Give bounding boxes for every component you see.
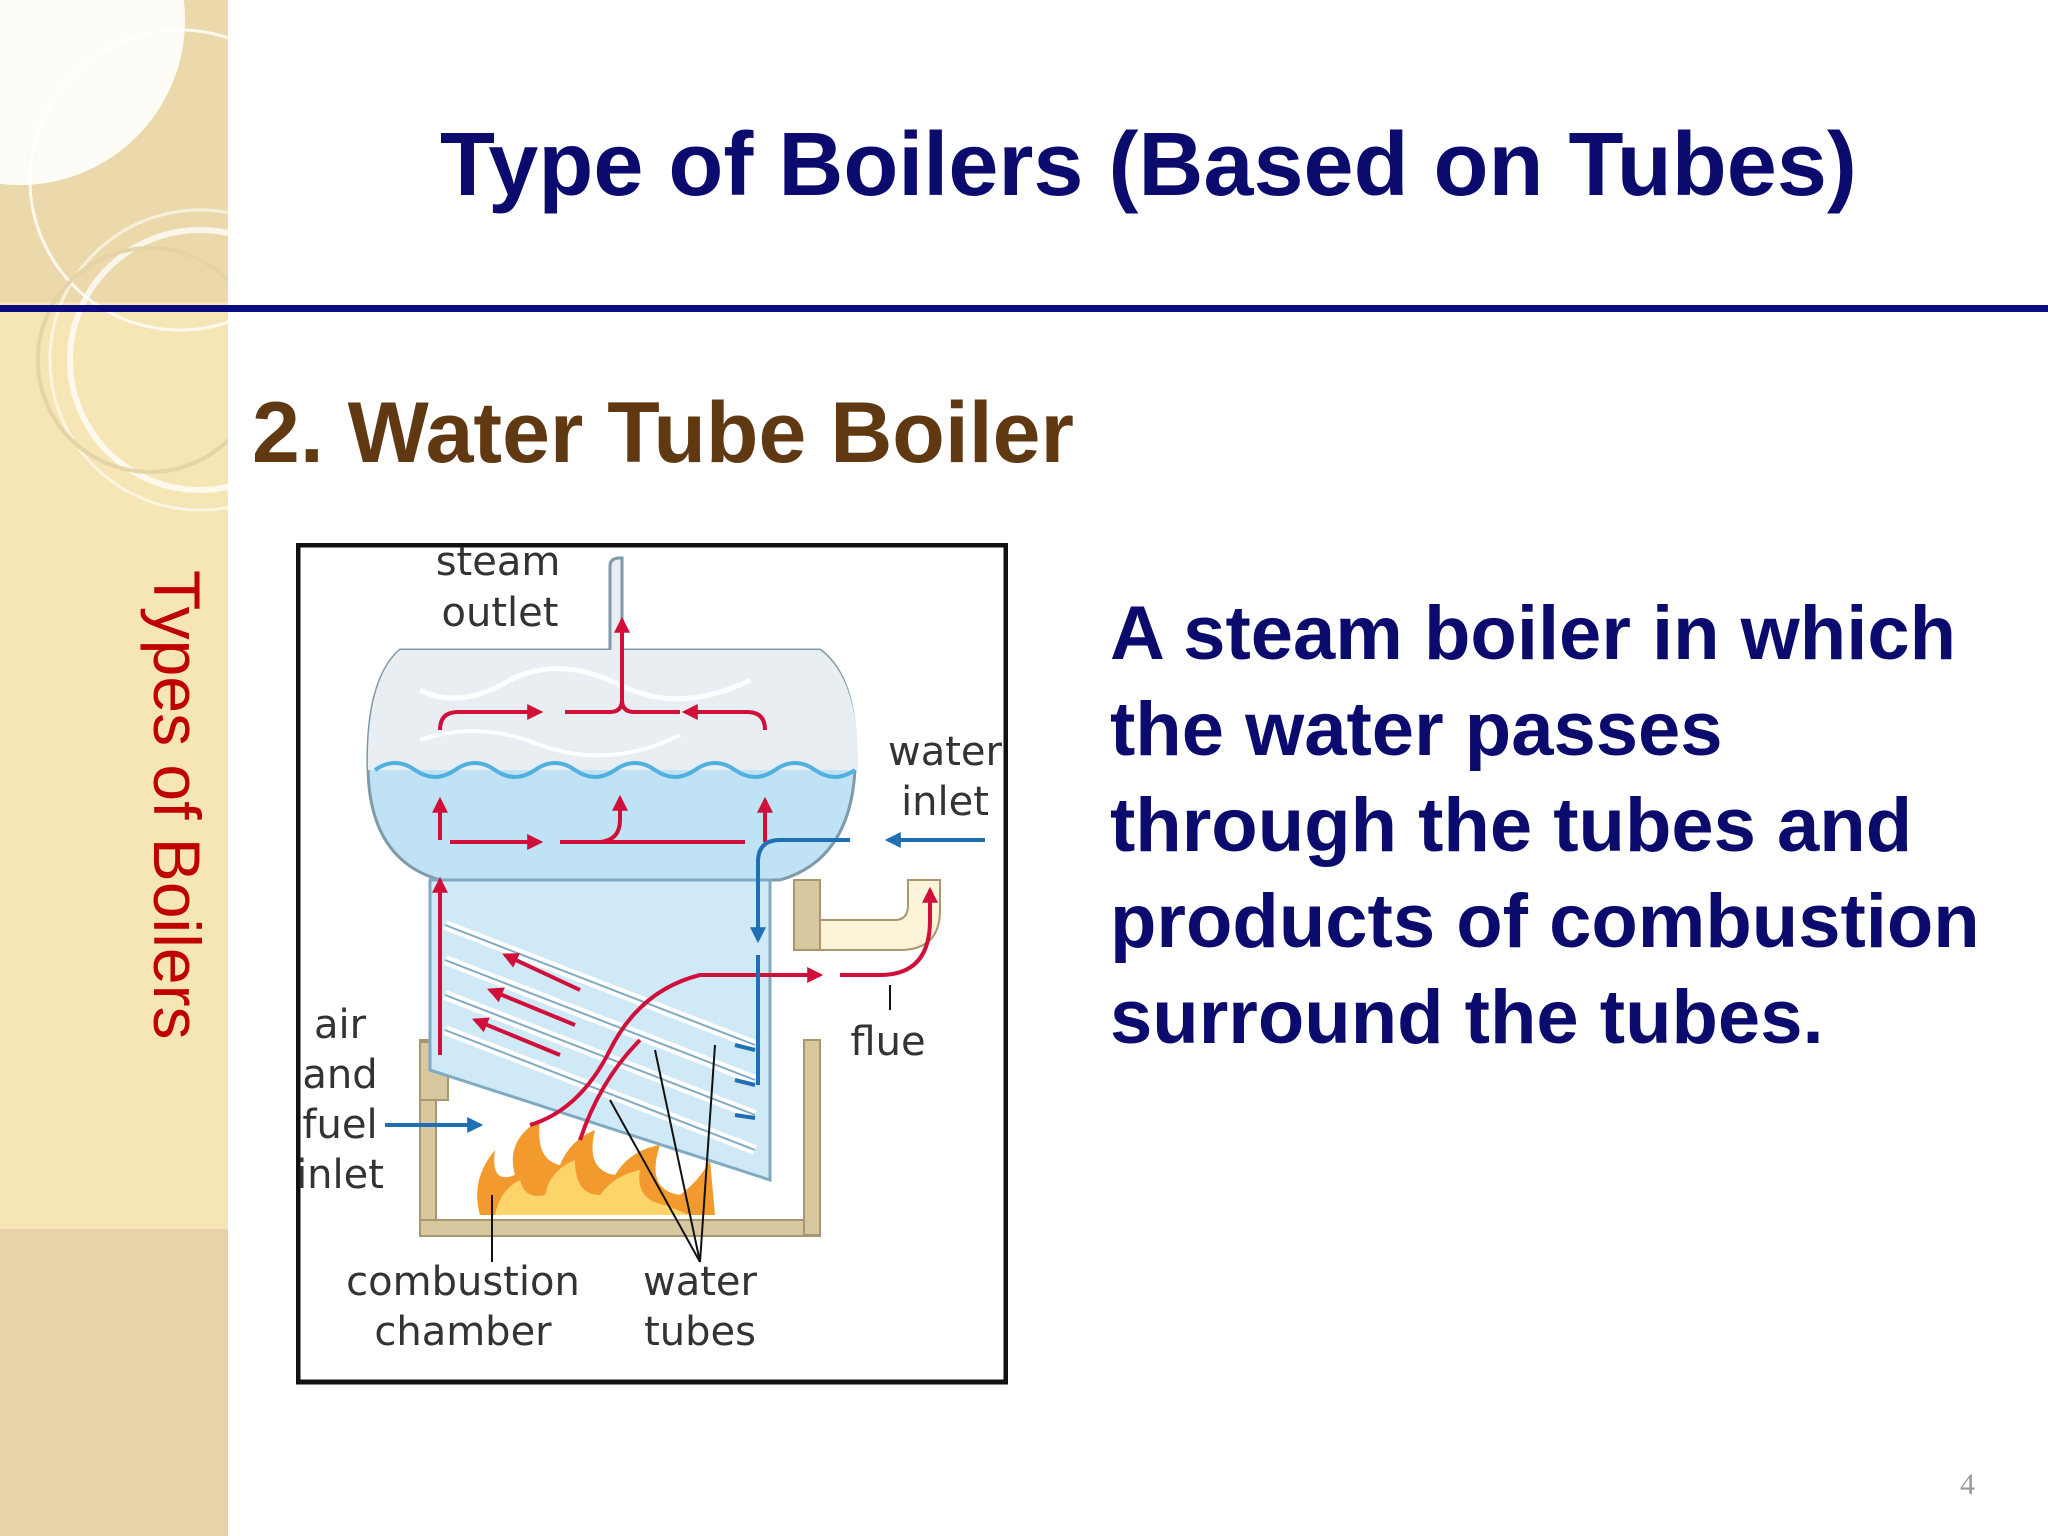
label-fuel: fuel — [302, 1102, 377, 1148]
furnace-walls — [419, 879, 821, 1237]
label-outlet: outlet — [442, 590, 559, 636]
label-water-tubes-1: water — [643, 1259, 758, 1305]
leader-lines — [491, 985, 891, 1263]
decorative-circles — [0, 0, 228, 512]
sidebar-title: Types of Boilers — [140, 570, 214, 1040]
hot-flow-arrows — [432, 616, 938, 1141]
label-combustion: combustion — [346, 1259, 580, 1305]
label-air: air — [314, 1002, 367, 1048]
slide-title: Type of Boilers (Based on Tubes) — [440, 115, 1857, 215]
label-water: water — [888, 729, 1003, 775]
sidebar-bottom-band — [0, 1229, 228, 1536]
sidebar-panel — [0, 0, 228, 1536]
label-and: and — [302, 1052, 377, 1098]
combustion-flames — [477, 1120, 715, 1215]
page-number: 4 — [1960, 1468, 1975, 1501]
label-water-tubes-2: tubes — [644, 1309, 756, 1355]
label-chamber: chamber — [374, 1309, 552, 1355]
flue-duct — [819, 879, 941, 951]
label-flue: flue — [850, 1019, 925, 1065]
label-inlet: inlet — [901, 779, 989, 825]
label-steam: steam — [436, 543, 561, 585]
section-heading: 2. Water Tube Boiler — [252, 385, 1074, 481]
definition-text: A steam boiler in which the water passes… — [1110, 591, 1980, 1060]
cold-flow-arrows — [385, 832, 985, 1133]
water-tube-boiler-diagram: steam outlet water inlet air and fuel in… — [296, 543, 1008, 1385]
title-divider — [0, 305, 2048, 312]
label-fuel-inlet: inlet — [296, 1152, 384, 1198]
steam-drum — [366, 648, 859, 882]
